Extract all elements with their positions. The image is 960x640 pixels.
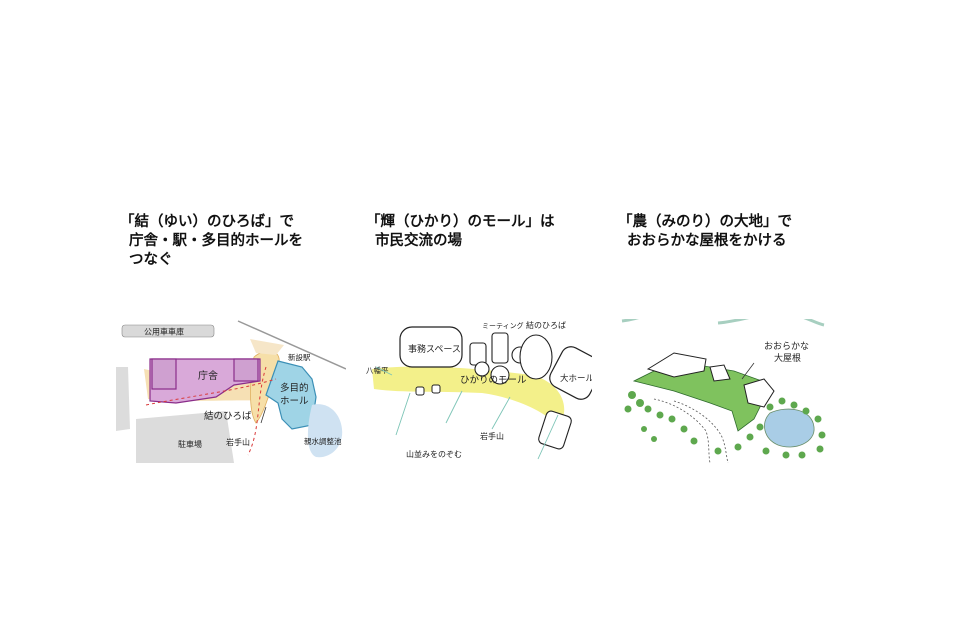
view-line (445, 390, 463, 424)
small-room (415, 386, 425, 396)
big-hall (549, 346, 592, 400)
city-hall-wing (233, 358, 259, 382)
mall-diagram: 事務スペース ミーティング 結のひろば 大ホール ひかりのモール 八幡平 岩手山… (366, 320, 592, 460)
heading-line-3: つなぐ (129, 252, 173, 268)
station-label: 新設駅 (288, 352, 311, 362)
pond-label: 親水調整池 (304, 436, 342, 446)
building-block (743, 378, 775, 408)
heading-line-2: おおらかな屋根をかける (627, 233, 787, 249)
rail-line (237, 320, 346, 370)
retention-pond (307, 404, 343, 458)
pond (764, 408, 815, 448)
parking-area (136, 411, 234, 463)
multipurpose-hall (265, 360, 317, 430)
heading-line-1: 「輝（ひかり）のモール」は (366, 214, 555, 230)
small-room (538, 410, 572, 450)
heading-line-2: 庁舎・駅・多目的ホールを (129, 233, 303, 249)
parking-label: 駐車場 (178, 439, 202, 449)
round-room (519, 334, 553, 380)
building-block (646, 352, 707, 378)
roof-leader (741, 362, 755, 380)
panel-heading: 「結（ゆい）のひろば」で 庁舎・駅・多目的ホールを つなぐ (120, 213, 303, 270)
path-line (673, 400, 729, 463)
view-line (491, 396, 511, 430)
site-plan-diagram: 公用車車庫 駐車場 庁舎 新設駅 多目的 ホール 親水調整池 結のひろば 岩手山 (116, 320, 346, 463)
hall-label: 多目的 (280, 382, 309, 394)
office-space (399, 326, 463, 368)
round-room (474, 361, 490, 377)
panel-minori-land: 「農（みのり）の大地」で おおらかな屋根をかける おおらかな 大屋根 (614, 213, 844, 463)
mountain-ridge (621, 319, 639, 323)
panel-heading: 「輝（ひかり）のモール」は 市民交流の場 (366, 213, 555, 251)
view-line (537, 414, 559, 460)
city-hall-wing (151, 358, 177, 390)
plaza-label: 結のひろば (204, 410, 252, 422)
office-label: 事務スペース (408, 343, 461, 355)
station-building (250, 339, 284, 355)
view-line (395, 392, 411, 436)
view-line (375, 366, 393, 376)
parking-sign-label: 公用車車庫 (144, 327, 184, 337)
meeting-room (491, 332, 509, 364)
iwate-label: 岩手山 (480, 431, 504, 441)
round-room (490, 365, 510, 385)
small-room (431, 384, 441, 394)
plaza-label: 結のひろば (526, 320, 566, 330)
mall-label: ひかりのモール (460, 375, 527, 386)
plaza-leader (260, 406, 267, 424)
iwate-label: 岩手山 (226, 437, 250, 447)
roof-perspective-diagram: おおらかな 大屋根 (621, 319, 826, 463)
heading-line-1: 「結（ゆい）のひろば」で (120, 214, 294, 230)
panel-hikari-mall: 「輝（ひかり）のモール」は 市民交流の場 事務スペース ミーティング 結のひろば… (362, 213, 592, 463)
path-line (653, 398, 711, 463)
heading-line-2: 市民交流の場 (375, 233, 462, 249)
roof-label: おおらかな (764, 341, 809, 352)
city-hall-label: 庁舎 (198, 369, 218, 382)
yahaba-label: 八幡平 (366, 365, 389, 375)
mountain-ridge (717, 319, 825, 327)
grey-block-left (116, 367, 130, 431)
mall-band (372, 366, 565, 427)
trees (624, 391, 826, 459)
panel-yui-plaza: 「結（ゆい）のひろば」で 庁舎・駅・多目的ホールを つなぐ 公用車車庫 駐車場 … (116, 213, 346, 463)
hall-label-2: ホール (280, 396, 309, 407)
building-block (709, 364, 731, 382)
meeting-label: ミーティング (482, 321, 524, 330)
roof-label-2: 大屋根 (774, 352, 801, 364)
panel-heading: 「農（みのり）の大地」で おおらかな屋根をかける (618, 213, 792, 251)
parking-sign-box (121, 324, 215, 338)
mountains-label: 山並みをのぞむ (406, 449, 462, 459)
big-hall-label: 大ホール (560, 373, 592, 384)
heading-line-1: 「農（みのり）の大地」で (618, 214, 792, 230)
